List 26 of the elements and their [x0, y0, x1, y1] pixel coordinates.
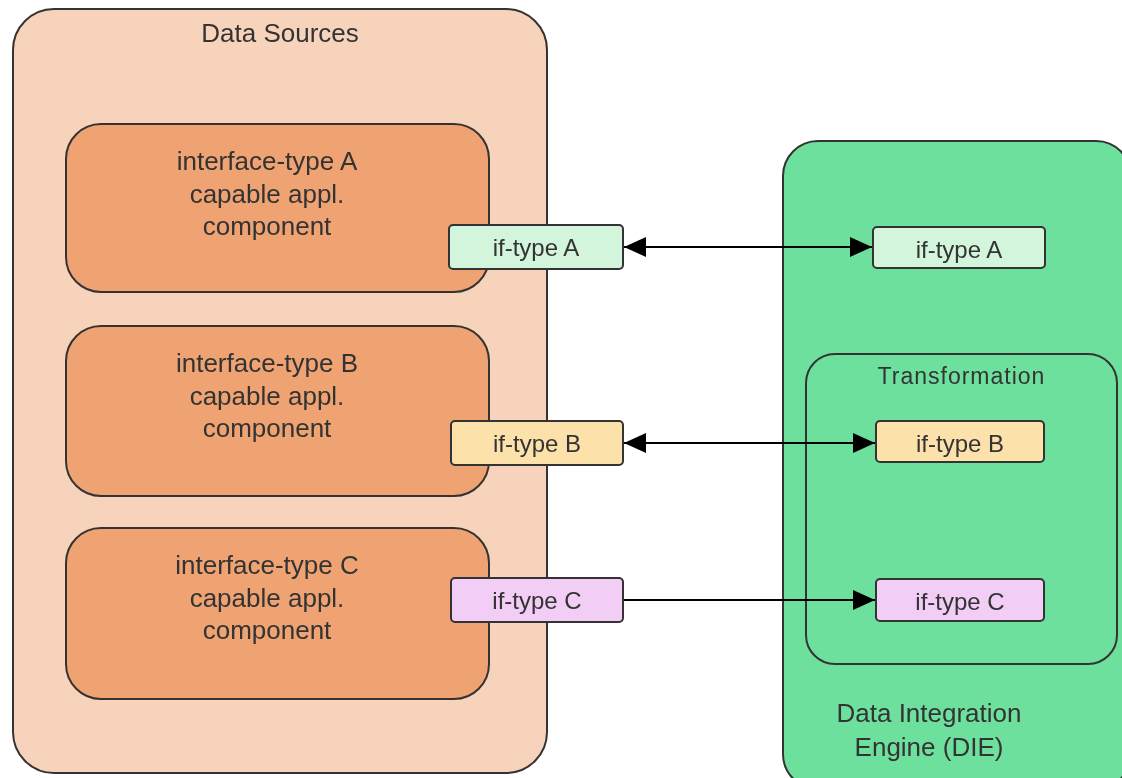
box-label: interface-type A capable appl. component	[175, 145, 359, 243]
component-box	[65, 527, 490, 700]
transformation-container	[805, 353, 1118, 665]
component-box	[65, 123, 490, 293]
component-box	[65, 325, 490, 497]
interface-box	[448, 224, 624, 270]
box-label: if-type C	[914, 588, 1006, 617]
interface-box	[875, 420, 1045, 463]
arrow	[623, 433, 876, 453]
arrow	[623, 237, 873, 257]
box-label: if-type B	[915, 430, 1005, 459]
interface-box	[450, 420, 624, 466]
container-title: Data Integration Engine (DIE)	[835, 697, 1023, 764]
interface-box	[872, 226, 1046, 269]
box-label: if-type B	[492, 430, 582, 459]
box-label: if-type A	[914, 236, 1004, 265]
box-label: if-type C	[491, 587, 583, 616]
arrow	[623, 590, 876, 610]
box-label: interface-type C capable appl. component	[174, 549, 360, 647]
container-title: Data Sources	[200, 18, 360, 50]
box-label: interface-type B capable appl. component	[174, 347, 360, 445]
interface-box	[875, 578, 1045, 622]
interface-box	[450, 577, 624, 623]
box-label: if-type A	[491, 234, 581, 263]
engine-container	[782, 140, 1122, 778]
container-title: Transformation	[876, 363, 1047, 391]
